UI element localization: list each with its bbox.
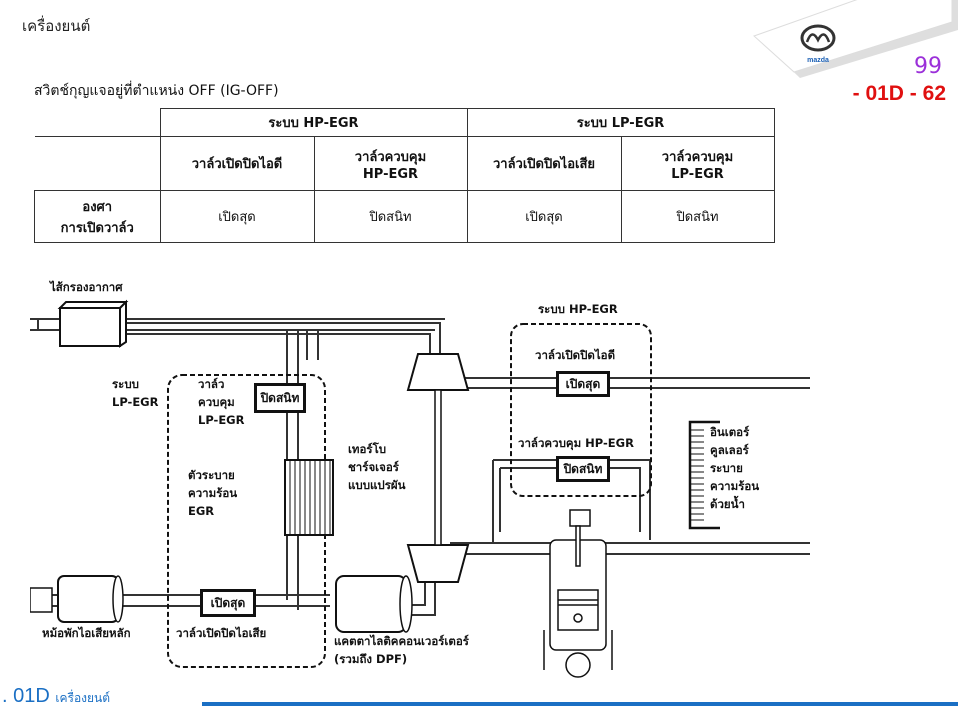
table-cell: เปิดสุด [159, 190, 315, 243]
catalytic-converter-shape [335, 575, 413, 633]
intake-valve-label: วาล์วเปิดปิดไอดี [535, 348, 616, 362]
mazda-logo-icon [800, 24, 836, 52]
intercooler-shape [688, 420, 720, 530]
main-silencer-shape [30, 575, 124, 623]
air-filter-label: ไส้กรองอากาศ [50, 280, 123, 294]
intake-valve-state-box: เปิดสุด [556, 371, 610, 397]
lp-valve-state-box: ปิดสนิท [254, 383, 306, 413]
diagram-lines [30, 299, 810, 678]
air-filter-shape [57, 299, 129, 348]
intercooler-label: อินเตอร์คูลเลอร์ระบายความร้อนด้วยน้ำ [710, 425, 760, 511]
table-cell: ปิดสนิท [620, 190, 775, 243]
turbocharger-label: เทอร์โบชาร์จเจอร์แบบแปรผัน [348, 442, 406, 492]
column-header: วาล์วเปิดปิดไอเสีย [466, 136, 622, 191]
subtitle: สวิตช์กุญแจอยู่ที่ตำแหน่ง OFF (IG-OFF) [34, 83, 279, 99]
valve-status-table: ระบบ HP-EGR ระบบ LP-EGR วาล์วเปิดปิดไอดี… [34, 108, 775, 243]
table-corner [34, 108, 161, 137]
column-header: วาล์วเปิดปิดไอดี [159, 136, 315, 191]
header-title: เครื่องยนต์ [22, 17, 91, 35]
footer-code: . 01D [2, 685, 50, 707]
mazda-logo-banner: mazda [753, 0, 958, 78]
engine-cylinder-shape [543, 509, 613, 678]
hp-valve-label: วาล์วควบคุม HP-EGR [518, 436, 634, 450]
hp-valve-state-box: ปิดสนิท [556, 456, 610, 482]
section-code: - 01D - 62 [852, 82, 946, 105]
exhaust-valve-state-box: เปิดสุด [200, 589, 256, 617]
hp-egr-boundary [510, 323, 652, 497]
group-header-lp: ระบบ LP-EGR [466, 108, 775, 137]
row-label: องศาการเปิดวาล์ว [34, 190, 161, 243]
hp-system-label: ระบบ HP-EGR [538, 302, 618, 316]
footer-divider [202, 702, 958, 706]
table-cell: ปิดสนิท [313, 190, 468, 243]
egr-cooler-shape [284, 459, 334, 536]
catalytic-converter-label: แคตตาไลติคคอนเวอร์เตอร์(รวมถึง DPF) [334, 634, 469, 666]
footer-section: เครื่องยนต์ [55, 691, 111, 705]
exhaust-valve-label: วาล์วเปิดปิดไอเสีย [176, 626, 267, 640]
footer-title: . 01D เครื่องยนต์ [2, 685, 110, 708]
main-silencer-label: หม้อพักไอเสียหลัก [42, 626, 131, 640]
brand-text: mazda [807, 57, 829, 64]
group-header-hp: ระบบ HP-EGR [159, 108, 468, 137]
turbocharger-shape [406, 353, 470, 583]
table-cell: เปิดสุด [466, 190, 622, 243]
page-number: 99 [914, 54, 942, 79]
